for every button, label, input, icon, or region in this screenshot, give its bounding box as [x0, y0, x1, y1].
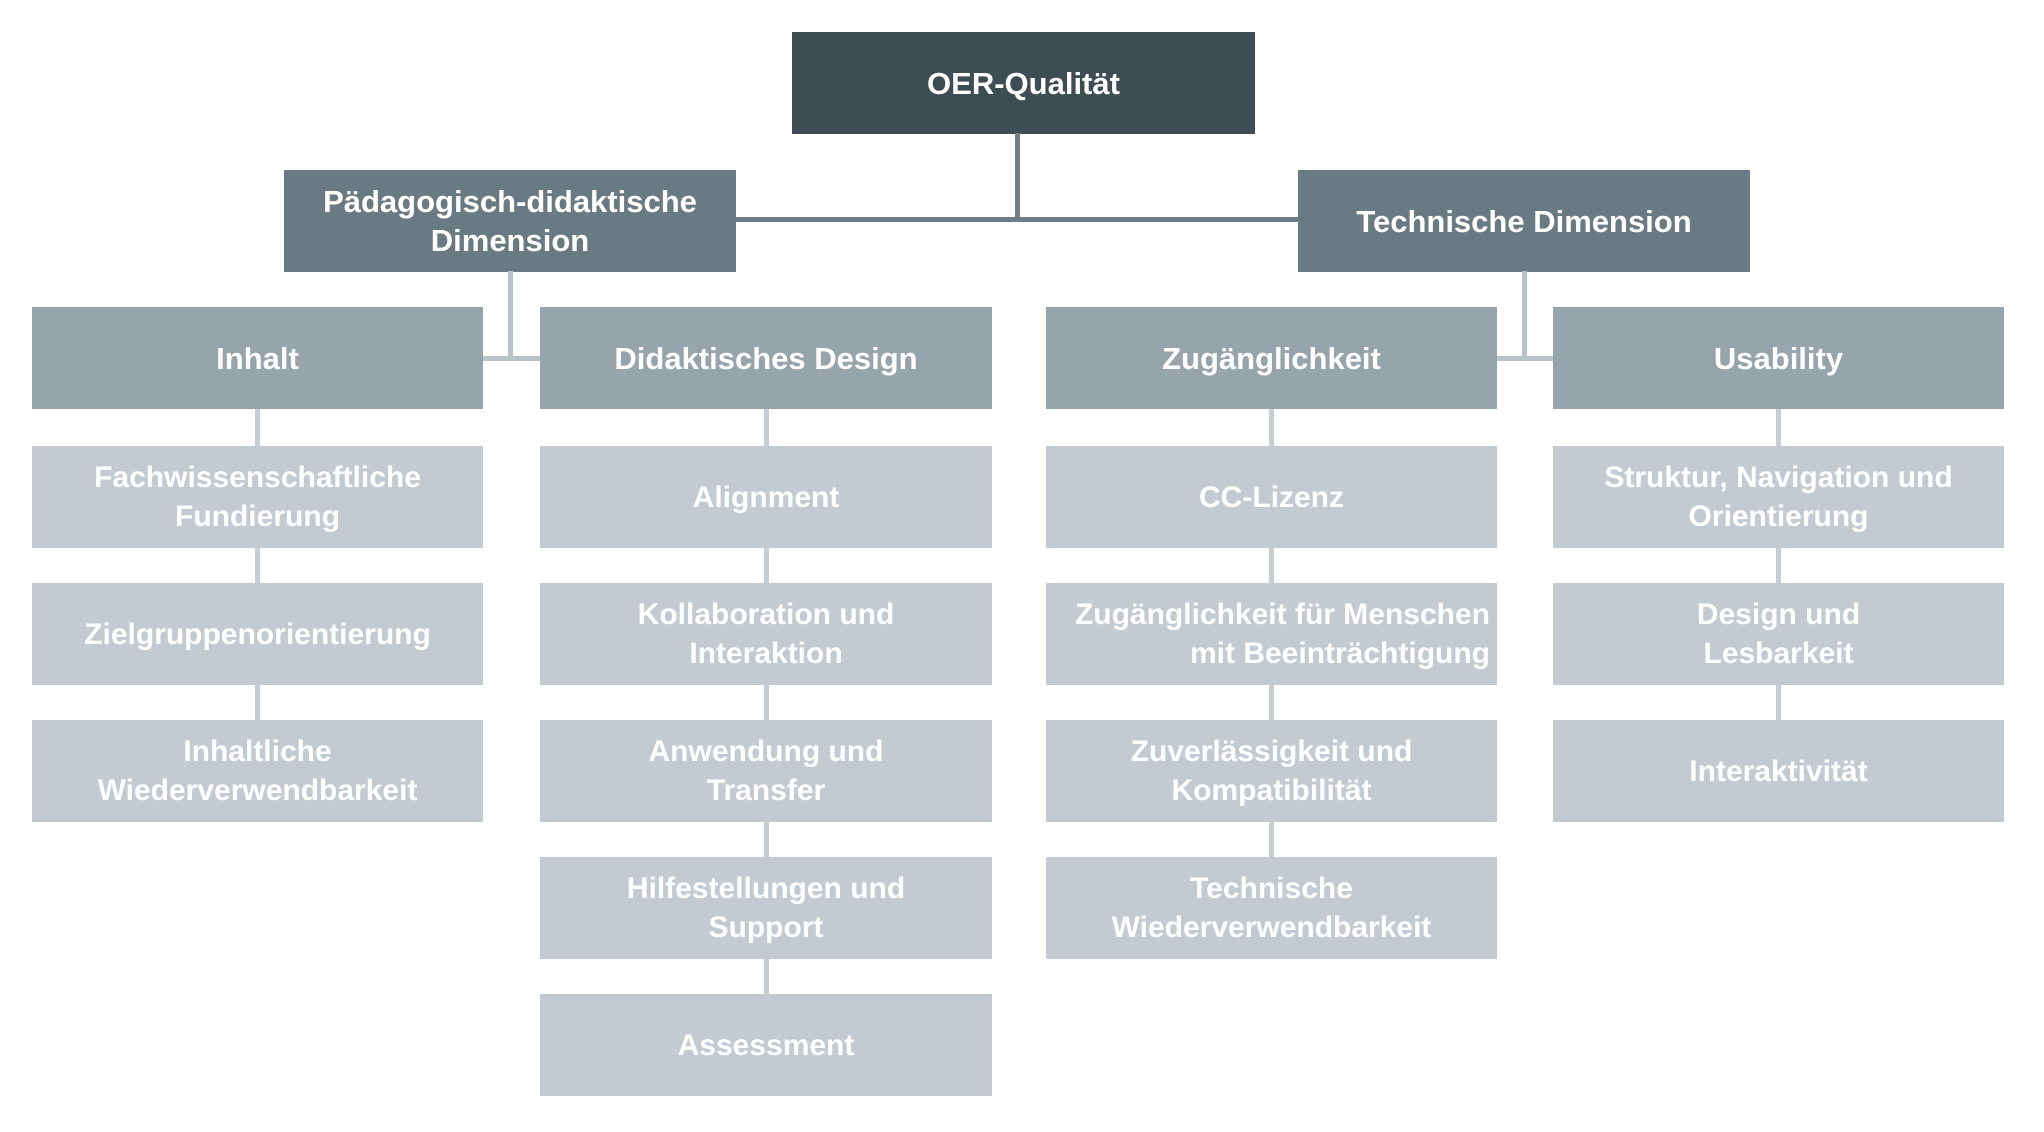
- connector-stub: [255, 548, 260, 583]
- criterion-node-assessment: Assessment: [540, 994, 992, 1096]
- criterion-node-zielgruppenorientierung: Zielgruppenorientierung: [32, 583, 483, 685]
- criterion-node-fachwissenschaftliche-fundierung: Fachwissenschaftliche Fundierung: [32, 446, 483, 548]
- connector-stub: [1269, 822, 1274, 857]
- criterion-node-design-und-lesbarkeit: Design und Lesbarkeit: [1553, 583, 2004, 685]
- category-header-didaktisches-design: Didaktisches Design: [540, 307, 992, 409]
- connector-stub: [1776, 409, 1781, 446]
- root-node-oer-qualitaet: OER-Qualität: [792, 32, 1255, 134]
- connector-technische-horizontal: [1497, 356, 1553, 361]
- criterion-node-anwendung-und-transfer: Anwendung und Transfer: [540, 720, 992, 822]
- connector-technische-stem: [1522, 271, 1527, 361]
- connector-root-stem: [1015, 133, 1020, 222]
- criterion-node-alignment: Alignment: [540, 446, 992, 548]
- category-header-usability: Usability: [1553, 307, 2004, 409]
- connector-stub: [1269, 409, 1274, 446]
- connector-stub: [255, 409, 260, 446]
- criterion-node-interaktivitaet: Interaktivität: [1553, 720, 2004, 822]
- dimension-node-technische: Technische Dimension: [1298, 170, 1750, 272]
- criterion-node-zugaenglichkeit-fuer-menschen: Zugänglichkeit für Menschen mit Beeinträ…: [1046, 583, 1497, 685]
- criterion-node-hilfestellungen-und-support: Hilfestellungen und Support: [540, 857, 992, 959]
- criterion-node-struktur-navigation-orientierung: Struktur, Navigation und Orientierung: [1553, 446, 2004, 548]
- criterion-node-zuverlaessigkeit-und-kompatibilitaet: Zuverlässigkeit und Kompatibilität: [1046, 720, 1497, 822]
- connector-stub: [764, 409, 769, 446]
- dimension-node-paedagogisch-didaktische: Pädagogisch-didaktische Dimension: [284, 170, 736, 272]
- criterion-node-technische-wiederverwendbarkeit: Technische Wiederverwendbarkeit: [1046, 857, 1497, 959]
- connector-stub: [1269, 548, 1274, 583]
- criterion-node-inhaltliche-wiederverwendbarkeit: Inhaltliche Wiederverwendbarkeit: [32, 720, 483, 822]
- connector-stub: [1269, 685, 1274, 720]
- connector-stub: [1776, 548, 1781, 583]
- connector-stub: [764, 822, 769, 857]
- connector-paedagogisch-horizontal: [483, 356, 540, 361]
- connector-dimensions-horizontal: [736, 217, 1298, 222]
- connector-paedagogisch-stem: [508, 271, 513, 361]
- connector-stub: [764, 959, 769, 994]
- category-header-inhalt: Inhalt: [32, 307, 483, 409]
- connector-stub: [255, 685, 260, 720]
- connector-stub: [764, 548, 769, 583]
- connector-stub: [764, 685, 769, 720]
- connector-stub: [1776, 685, 1781, 720]
- criterion-node-cc-lizenz: CC-Lizenz: [1046, 446, 1497, 548]
- criterion-node-kollaboration-und-interaktion: Kollaboration und Interaktion: [540, 583, 992, 685]
- category-header-zugaenglichkeit: Zugänglichkeit: [1046, 307, 1497, 409]
